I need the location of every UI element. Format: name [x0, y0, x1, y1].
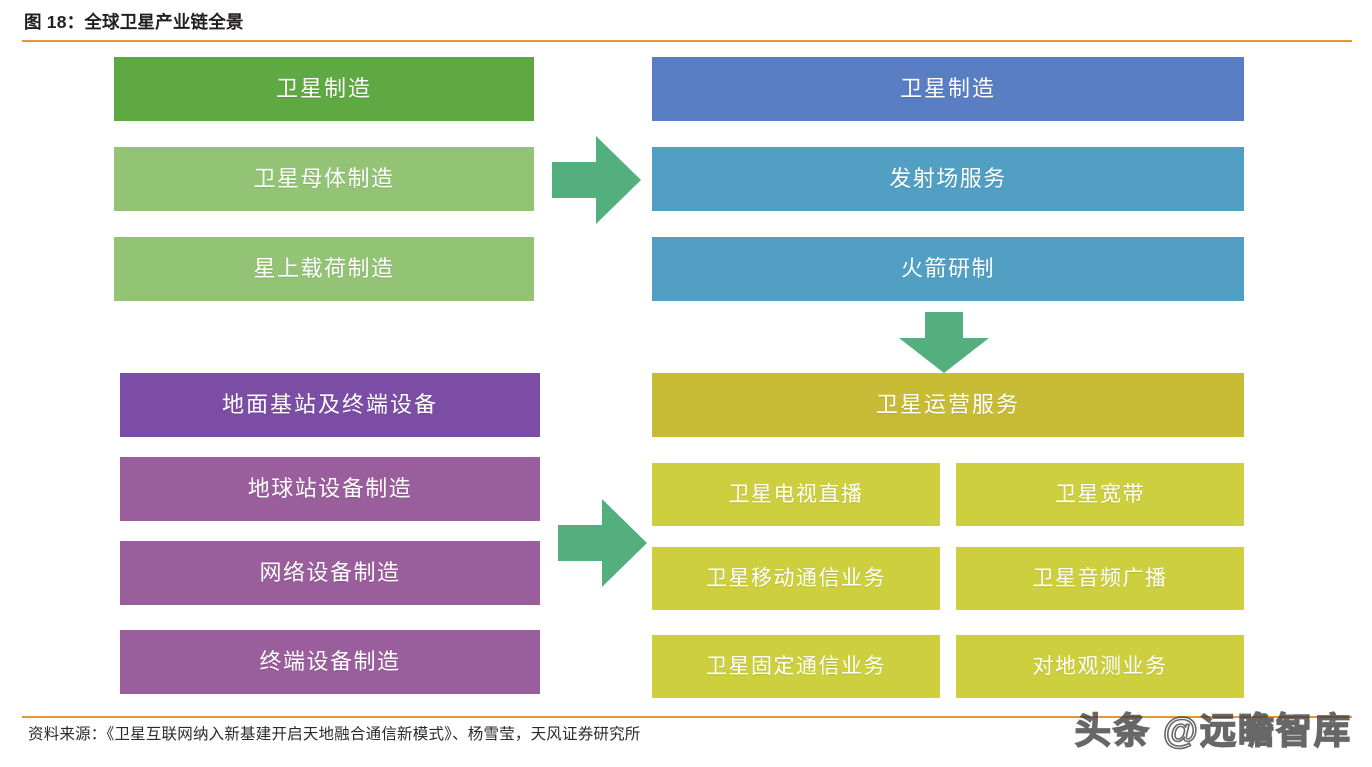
box-satellite-body-manufacturing[interactable]: 卫星母体制造 [114, 147, 534, 211]
arrow-down-icon-launch-to-operations [898, 312, 990, 374]
figure-header: 图 18：全球卫星产业链全景 [0, 0, 1372, 44]
arrow-right-icon-ground-to-operations [558, 497, 648, 589]
watermark-logo: 头条 @远瞻智库 [1074, 709, 1352, 752]
box-launch-manufacturing-head[interactable]: 卫星制造 [652, 57, 1244, 121]
box-terminal-equipment[interactable]: 终端设备制造 [120, 630, 540, 694]
box-satellite-mobile-communication[interactable]: 卫星移动通信业务 [652, 547, 940, 610]
box-ground-station-head[interactable]: 地面基站及终端设备 [120, 373, 540, 437]
source-note: 资料来源：《卫星互联网纳入新基建开启天地融合通信新模式》、杨雪莹，天风证券研究所 [28, 726, 641, 743]
box-satellite-broadband[interactable]: 卫星宽带 [956, 463, 1244, 526]
box-satellite-fixed-communication[interactable]: 卫星固定通信业务 [652, 635, 940, 698]
box-onboard-payload-manufacturing[interactable]: 星上载荷制造 [114, 237, 534, 301]
box-satellite-manufacturing-head[interactable]: 卫星制造 [114, 57, 534, 121]
box-satellite-operations-head[interactable]: 卫星运营服务 [652, 373, 1244, 437]
box-network-equipment[interactable]: 网络设备制造 [120, 541, 540, 605]
box-satellite-audio-broadcast[interactable]: 卫星音频广播 [956, 547, 1244, 610]
page-title: 图 18：全球卫星产业链全景 [24, 12, 244, 32]
arrow-right-icon-manufacturing-to-launch [552, 134, 642, 226]
box-satellite-tv-broadcast[interactable]: 卫星电视直播 [652, 463, 940, 526]
box-rocket-development[interactable]: 火箭研制 [652, 237, 1244, 301]
box-earth-observation[interactable]: 对地观测业务 [956, 635, 1244, 698]
industry-chain-diagram: 卫星制造 卫星母体制造 星上载荷制造 地面基站及终端设备 地球站设备制造 网络设… [0, 44, 1372, 708]
footer-divider [22, 716, 1352, 718]
box-launch-site-services[interactable]: 发射场服务 [652, 147, 1244, 211]
box-earth-station-equipment[interactable]: 地球站设备制造 [120, 457, 540, 521]
header-divider [22, 40, 1352, 42]
